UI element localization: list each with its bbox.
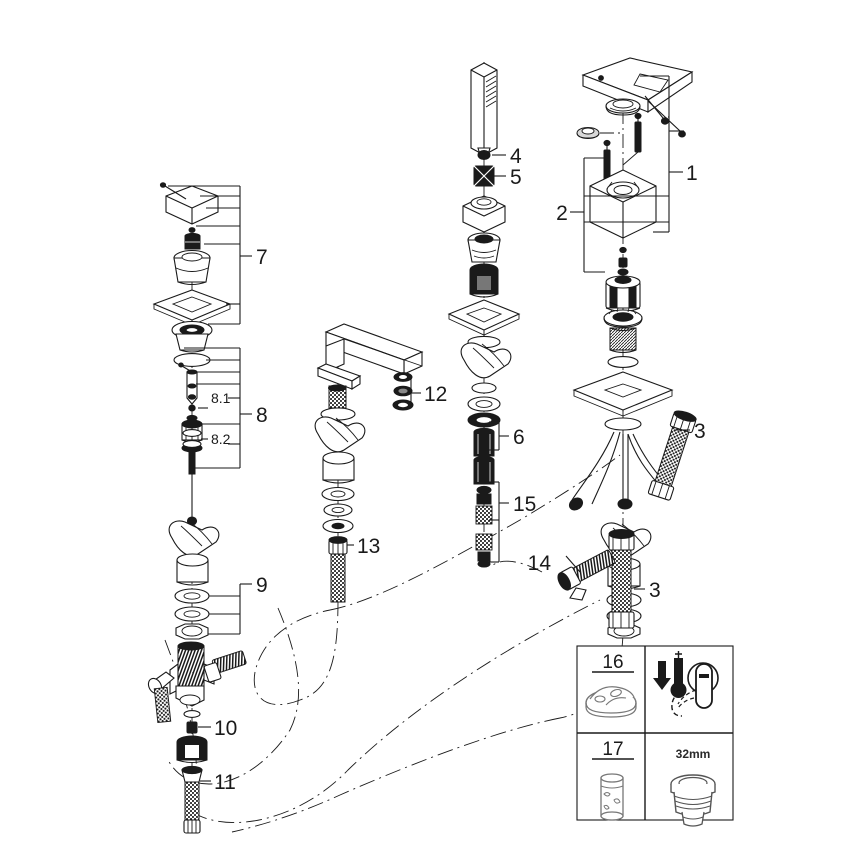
flex-hose-upper — [647, 410, 697, 501]
lever-handle-part — [581, 57, 694, 114]
callout-7: 7 — [256, 246, 268, 269]
callout-11: 11 — [214, 771, 236, 794]
callout-6: 6 — [513, 426, 525, 449]
spout-fixing-wing — [314, 416, 366, 453]
leader-6 — [489, 421, 509, 451]
leader-15 — [489, 481, 509, 563]
diverter-escutcheon — [152, 289, 232, 326]
callout-8-1: 8.1 — [211, 390, 231, 406]
callout-14: 14 — [528, 552, 552, 575]
leader-8 — [184, 347, 252, 474]
callout-15: 15 — [513, 493, 536, 516]
leader-2 — [570, 157, 669, 273]
inset-number-16: 16 — [602, 652, 623, 673]
leader-12 — [410, 376, 421, 406]
temperature-lever-icon — [653, 651, 719, 717]
handshower-adapter — [467, 232, 501, 263]
handle-cap — [605, 98, 641, 116]
spout-shank — [328, 384, 347, 409]
mixer-oring — [607, 356, 639, 368]
mixer-inlet-pipes — [568, 431, 669, 511]
callout-1: 1 — [686, 162, 698, 185]
spout-washers — [321, 486, 355, 534]
flex-hose-parts — [608, 410, 697, 629]
callout-3a: 3 — [694, 420, 706, 443]
callout-8-2: 8.2 — [211, 431, 231, 447]
handshower-hex-nut — [462, 195, 506, 233]
grub-screw-pair — [644, 95, 686, 138]
diverter-cup — [173, 249, 211, 286]
callout-3b: 3 — [649, 579, 661, 602]
leader-7 — [168, 185, 252, 325]
mounting-washers — [174, 588, 210, 640]
callout-leaders — [168, 75, 690, 782]
handshower-escutcheon — [447, 299, 521, 336]
part-8-1 — [188, 404, 196, 412]
inset-labels: 16 17 32mm — [602, 652, 710, 761]
diverter-sleeve — [176, 553, 209, 586]
callout-10: 10 — [214, 717, 237, 740]
callout-9: 9 — [256, 574, 268, 597]
mixer-small-parts — [617, 246, 629, 276]
diverter-sleeve-small — [184, 232, 201, 250]
callout-13: 13 — [357, 535, 380, 558]
body-screw-pair — [603, 112, 642, 193]
flex-hose-lower — [608, 529, 635, 629]
handshower-column — [447, 62, 521, 568]
callout-labels: 1 2 3 3 4 5 6 7 8 8.1 8.2 9 10 11 12 13 … — [211, 145, 706, 794]
callout-4: 4 — [510, 145, 522, 168]
diverter-handle-block — [159, 182, 219, 225]
connection-hose-part — [181, 765, 203, 834]
handle-washer — [576, 127, 623, 139]
diverter-pin — [188, 227, 196, 233]
mixer-lower-oring — [604, 417, 642, 431]
leader-9 — [208, 583, 252, 635]
callout-5: 5 — [510, 166, 522, 189]
callout-2: 2 — [556, 202, 568, 225]
spout-part — [316, 323, 424, 390]
flow-sleeve-icon — [600, 773, 624, 821]
spout-sleeve — [322, 451, 355, 484]
diverter-stem — [186, 451, 198, 526]
callout-8: 8 — [256, 404, 268, 427]
spout-hose-part — [328, 536, 348, 603]
aerator-disc-icon — [585, 686, 637, 718]
part-8-2-rings — [182, 429, 202, 448]
inset-box — [576, 645, 734, 827]
mixer-body-block — [589, 169, 657, 239]
aerator-housing-icon — [670, 774, 716, 827]
seal-part-10 — [183, 710, 201, 734]
diverter-insert-parts — [475, 485, 493, 568]
spout-column — [314, 323, 424, 603]
diverter-coupler — [176, 735, 208, 764]
handshower-filter-part — [473, 165, 495, 187]
elbow-connector-part — [491, 549, 616, 601]
diverter-flange — [171, 320, 213, 353]
leader-14 — [565, 555, 581, 573]
handshower-washers — [467, 382, 501, 428]
diverter-valve-body — [147, 641, 247, 724]
spout-seal-parts — [392, 372, 414, 411]
mixer-threaded-shank — [609, 327, 637, 354]
callout-12: 12 — [424, 383, 447, 406]
valve-side-fitting — [203, 650, 247, 683]
mixer-retaining-nut — [603, 307, 643, 328]
mixer-escutcheon — [572, 371, 674, 417]
size-label-32mm: 32mm — [676, 747, 711, 761]
diverter-fixing-wing — [168, 520, 220, 557]
inset-number-17: 17 — [602, 739, 623, 760]
handshower-seal-part — [477, 150, 491, 160]
handshower-fixing-wing — [460, 342, 512, 379]
handshower-outlet-parts — [473, 427, 495, 485]
diverter-column — [147, 182, 247, 834]
handshower-insert — [469, 263, 499, 298]
handshower-part — [470, 62, 498, 159]
mixer-cartridge — [605, 275, 641, 313]
leader-1 — [640, 75, 684, 233]
centre-axes — [191, 62, 624, 812]
